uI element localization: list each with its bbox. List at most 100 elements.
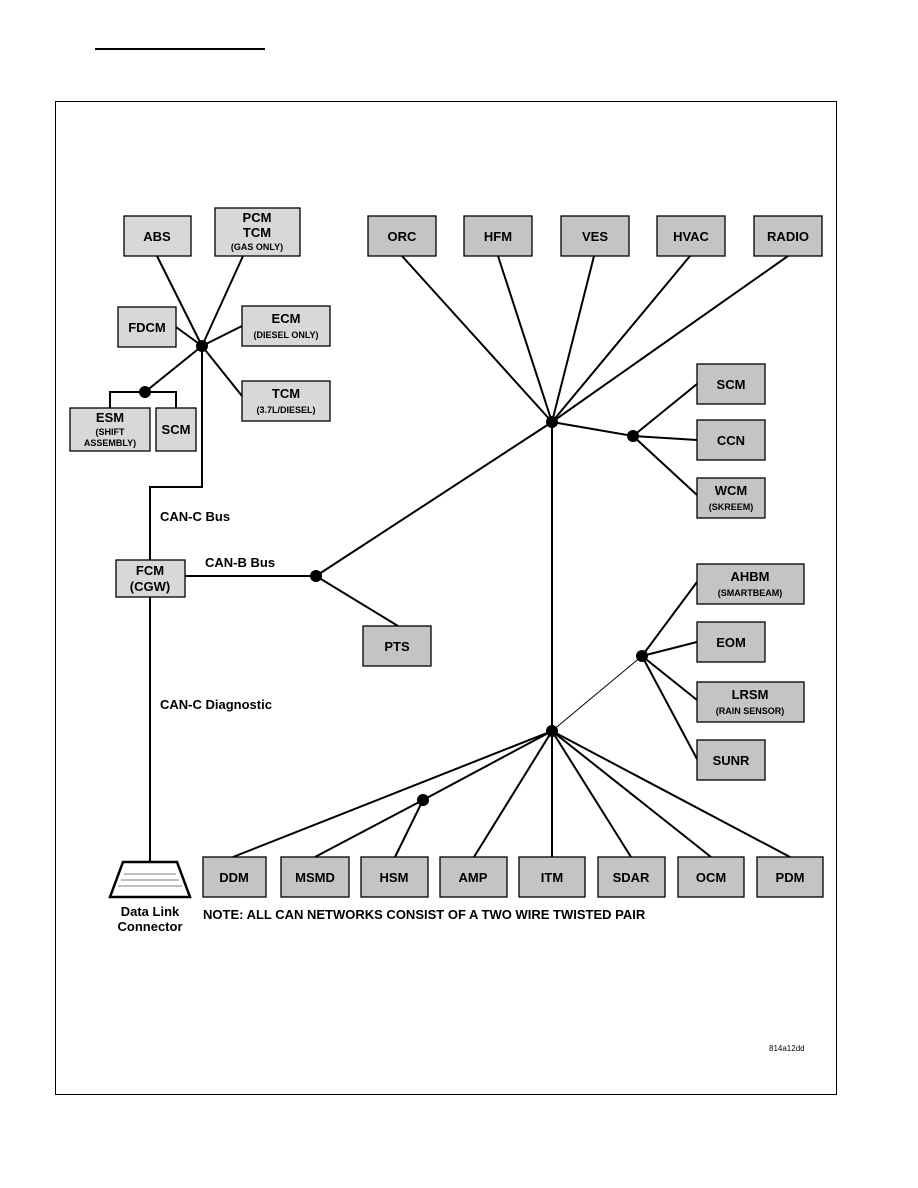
wire-sunr xyxy=(641,655,698,760)
module-radio: RADIO xyxy=(753,215,823,257)
svg-text:AMP: AMP xyxy=(459,870,488,885)
svg-text:ECM: ECM xyxy=(272,311,301,326)
module-esm: ESM (SHIFT ASSEMBLY) xyxy=(69,407,151,452)
module-pcm-tcm: PCM TCM (GAS ONLY) xyxy=(214,207,301,257)
connector-label-line1: Data Link xyxy=(121,904,180,919)
wire-wcm xyxy=(632,435,698,496)
svg-text:PDM: PDM xyxy=(776,870,805,885)
junction-dot xyxy=(627,430,639,442)
wire-can-b-trunk xyxy=(315,421,553,577)
diagram-frame xyxy=(55,101,837,1095)
svg-text:VES: VES xyxy=(582,229,608,244)
svg-text:ASSEMBLY): ASSEMBLY) xyxy=(84,438,136,448)
junction-dot xyxy=(636,650,648,662)
wire-scm-right xyxy=(632,383,698,437)
wire-pcm xyxy=(201,255,244,347)
module-ves: VES xyxy=(560,215,630,257)
module-abs: ABS xyxy=(123,215,192,257)
svg-text:PTS: PTS xyxy=(384,639,410,654)
svg-text:MSMD: MSMD xyxy=(295,870,335,885)
can-c-diagnostic-label: CAN-C Diagnostic xyxy=(160,697,272,712)
network-note: NOTE: ALL CAN NETWORKS CONSIST OF A TWO … xyxy=(203,907,646,922)
junction-dot xyxy=(417,794,429,806)
wire-tcm xyxy=(201,345,243,397)
module-pts: PTS xyxy=(362,625,432,667)
svg-text:(DIESEL ONLY): (DIESEL ONLY) xyxy=(253,330,318,340)
svg-text:TCM: TCM xyxy=(243,225,271,240)
svg-text:EOM: EOM xyxy=(716,635,746,650)
connector-icon xyxy=(108,860,192,899)
wire-pdm xyxy=(551,730,791,858)
junction-dot xyxy=(196,340,208,352)
wire-orc xyxy=(401,255,553,423)
wire-ccn xyxy=(632,435,698,441)
data-link-connector: Data Link Connector xyxy=(108,860,192,934)
svg-text:(GAS ONLY): (GAS ONLY) xyxy=(231,242,283,252)
header-rule xyxy=(95,48,265,50)
svg-text:HVAC: HVAC xyxy=(673,229,709,244)
can-b-bus-label: CAN-B Bus xyxy=(205,555,275,570)
svg-text:PCM: PCM xyxy=(243,210,272,225)
wire-lower-junction xyxy=(551,655,643,732)
svg-text:SCM: SCM xyxy=(162,422,191,437)
module-hfm: HFM xyxy=(463,215,533,257)
wire-esm-junction xyxy=(144,345,203,393)
module-eom: EOM xyxy=(696,621,766,663)
svg-text:ABS: ABS xyxy=(143,229,171,244)
wire-abs xyxy=(156,255,203,347)
module-hvac: HVAC xyxy=(656,215,726,257)
module-orc: ORC xyxy=(367,215,437,257)
svg-text:(SMARTBEAM): (SMARTBEAM) xyxy=(718,588,783,598)
svg-text:RADIO: RADIO xyxy=(767,229,809,244)
junction-dot xyxy=(546,725,558,737)
svg-text:OCM: OCM xyxy=(696,870,726,885)
wire-ecm xyxy=(201,325,243,347)
module-ccn: CCN xyxy=(696,419,766,461)
wire-hub-scm-junction xyxy=(551,421,634,437)
svg-text:FCM: FCM xyxy=(136,563,164,578)
svg-text:(SHIFT: (SHIFT xyxy=(96,427,125,437)
wire-msmd-hsm-junction xyxy=(422,730,553,801)
module-ecm: ECM (DIESEL ONLY) xyxy=(241,305,331,347)
module-itm: ITM xyxy=(518,856,586,898)
wire-hfm xyxy=(497,255,553,423)
wire-amp xyxy=(473,730,553,858)
wire-ves xyxy=(551,255,595,423)
wire-eom xyxy=(641,641,698,657)
svg-text:(SKREEM): (SKREEM) xyxy=(709,502,754,512)
module-scm-right: SCM xyxy=(696,363,766,405)
svg-text:CCN: CCN xyxy=(717,433,745,448)
svg-text:HFM: HFM xyxy=(484,229,512,244)
module-tcm: TCM (3.7L/DIESEL) xyxy=(241,380,331,422)
wire-msmd xyxy=(314,799,424,858)
svg-text:HSM: HSM xyxy=(380,870,409,885)
svg-text:FDCM: FDCM xyxy=(128,320,166,335)
module-scm-left: SCM xyxy=(155,407,197,452)
wire-ahbm xyxy=(641,581,698,657)
junctions xyxy=(139,340,648,806)
wire-ocm xyxy=(551,730,712,858)
module-ahbm: AHBM (SMARTBEAM) xyxy=(696,563,805,605)
svg-text:ORC: ORC xyxy=(388,229,418,244)
module-pdm: PDM xyxy=(756,856,824,898)
module-amp: AMP xyxy=(439,856,508,898)
module-msmd: MSMD xyxy=(280,856,350,898)
wire-can-c-bus xyxy=(149,346,203,560)
junction-dot xyxy=(139,386,151,398)
junction-dot xyxy=(546,416,558,428)
svg-text:LRSM: LRSM xyxy=(732,687,769,702)
wire-sdar xyxy=(551,730,632,858)
wire-ddm xyxy=(232,730,553,858)
module-fdcm: FDCM xyxy=(117,306,177,348)
module-sdar: SDAR xyxy=(597,856,666,898)
svg-text:SCM: SCM xyxy=(717,377,746,392)
wire-lrsm xyxy=(641,655,698,701)
svg-text:WCM: WCM xyxy=(715,483,748,498)
module-hsm: HSM xyxy=(360,856,429,898)
module-lrsm: LRSM (RAIN SENSOR) xyxy=(696,681,805,723)
svg-text:AHBM: AHBM xyxy=(731,569,770,584)
wires xyxy=(109,255,791,862)
svg-text:ESM: ESM xyxy=(96,410,124,425)
module-sunr: SUNR xyxy=(696,739,766,781)
